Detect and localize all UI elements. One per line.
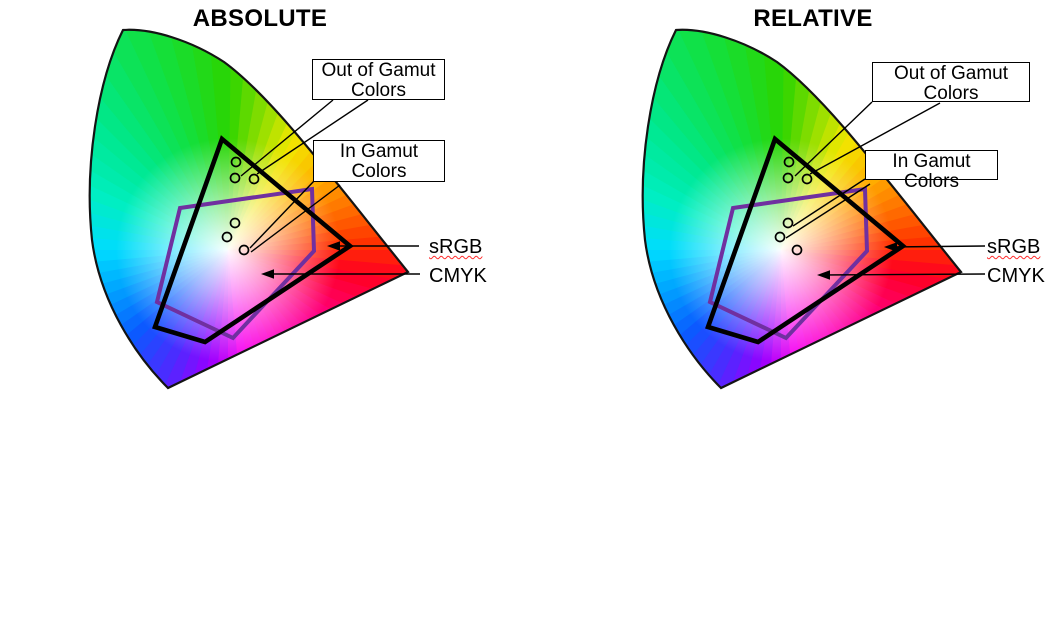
cmyk-arrowhead	[817, 270, 830, 280]
out-of-gamut-marker	[229, 172, 241, 184]
leader-lines	[785, 101, 986, 276]
srgb-label: sRGB	[987, 236, 1041, 258]
gamut-labels: sRGB CMYK	[987, 233, 1045, 291]
panel-title: RELATIVE	[753, 5, 873, 32]
in-gamut-marker	[229, 217, 241, 229]
out-of-gamut-leader-line	[809, 102, 941, 175]
color-markers	[221, 156, 260, 256]
srgb-arrowhead	[327, 241, 340, 251]
out-of-gamut-marker	[782, 172, 794, 184]
out-of-gamut-marker	[230, 156, 242, 168]
out-of-gamut-callout: Out of Gamut Colors	[872, 62, 1030, 104]
panel-relative: RELATIVE Out of Gamut Colors In Gamut Co…	[553, 0, 1045, 630]
in-gamut-leader-line	[250, 184, 341, 253]
out-of-gamut-callout: Out of Gamut Colors	[312, 59, 445, 101]
out-of-gamut-marker	[801, 173, 813, 185]
cmyk-arrow-line	[820, 273, 986, 276]
leader-lines	[240, 99, 420, 275]
in-gamut-callout: In Gamut Colors	[865, 150, 998, 192]
in-gamut-leader-line	[249, 180, 315, 249]
callout-line: Out of Gamut	[893, 63, 1009, 84]
callout-line: In Gamut	[339, 141, 419, 162]
out-of-gamut-leader-line	[794, 101, 873, 177]
out-of-gamut-marker	[783, 156, 795, 168]
out-of-gamut-marker	[248, 173, 260, 185]
color-markers	[774, 156, 813, 256]
callout-line: Colors	[351, 161, 407, 182]
callout-line: In Gamut	[892, 151, 971, 172]
srgb-arrowhead	[884, 242, 897, 252]
in-gamut-leader-line	[785, 183, 871, 239]
srgb-label: sRGB	[429, 236, 483, 258]
callout-line: Colors	[351, 80, 406, 101]
cmyk-label: CMYK	[987, 265, 1045, 287]
chromaticity-diagram-relative	[641, 28, 986, 390]
in-gamut-marker	[791, 244, 803, 256]
white-point-glow	[110, 132, 346, 368]
cmyk-label: CMYK	[429, 265, 487, 287]
panel-title: ABSOLUTE	[192, 5, 328, 32]
in-gamut-marker	[238, 244, 250, 256]
cmyk-arrowhead	[261, 269, 274, 279]
in-gamut-callout: In Gamut Colors	[313, 140, 445, 182]
chromaticity-diagram-absolute	[88, 28, 420, 390]
in-gamut-marker	[774, 231, 786, 243]
panel-absolute: ABSOLUTE Out of Gamut Colors In Gamut Co…	[88, 5, 509, 390]
in-gamut-marker	[221, 231, 233, 243]
white-point-glow	[663, 132, 899, 368]
out-of-gamut-leader-line	[240, 99, 334, 177]
out-of-gamut-leader-line	[256, 99, 369, 175]
gamut-labels: sRGB CMYK	[429, 233, 509, 291]
spectral-locus-outline	[88, 28, 410, 390]
srgb-arrow-line	[887, 245, 986, 248]
callout-line: Colors	[904, 171, 959, 192]
in-gamut-leader-line	[792, 178, 866, 227]
in-gamut-marker	[782, 217, 794, 229]
spectral-locus-outline	[641, 28, 963, 390]
callout-line: Out of Gamut	[321, 60, 436, 81]
srgb-gamut-outline	[705, 135, 907, 345]
callout-line: Colors	[923, 83, 979, 104]
